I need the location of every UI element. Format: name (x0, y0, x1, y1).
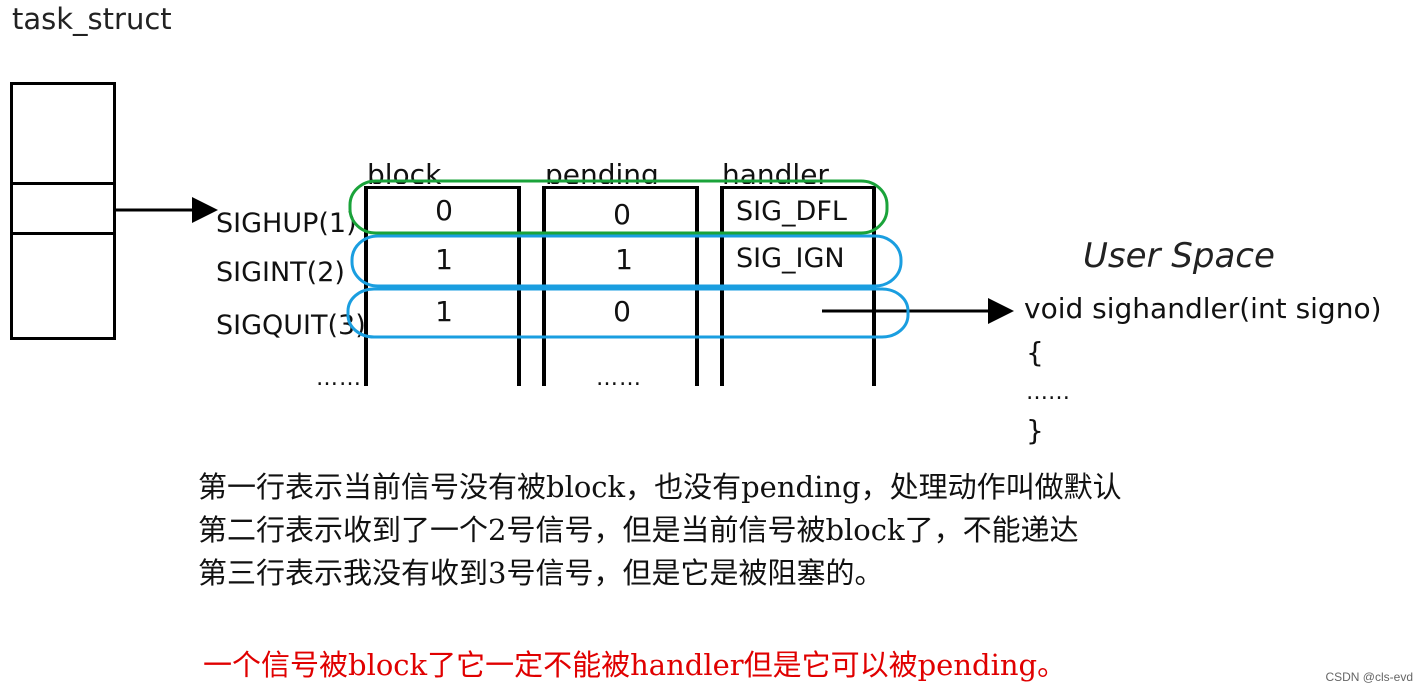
block-col-left (364, 186, 368, 386)
user-space-code-signature: void sighandler(int signo) (1024, 292, 1382, 325)
note-line-1: 第一行表示当前信号没有被block，也没有pending，处理动作叫做默认 (198, 470, 1122, 504)
cell-sighup-block: 0 (435, 194, 453, 227)
pending-col-top (542, 186, 699, 189)
note-line-2: 第二行表示收到了一个2号信号，但是当前信号被block了，不能递达 (198, 513, 1079, 547)
cell-sigquit-pending: 0 (613, 295, 631, 328)
cell-sigquit-block: 1 (435, 295, 453, 328)
task-struct-arrowhead (192, 197, 218, 223)
task-struct-divider-2 (10, 232, 116, 235)
watermark: CSDN @cls-evd (1325, 670, 1413, 684)
cell-sighup-pending: 0 (613, 198, 631, 231)
handler-col-top (720, 186, 876, 189)
pending-ellipsis: …… (596, 366, 642, 391)
signal-label-sigquit: SIGQUIT(3) (216, 310, 366, 341)
cell-sigint-pending: 1 (615, 243, 633, 276)
row2-highlight (350, 234, 903, 288)
conclusion-text: 一个信号被block了它一定不能被handler但是它可以被pending。 (203, 648, 1067, 682)
block-col-top (364, 186, 521, 189)
handler-arrowhead (988, 298, 1014, 324)
task-struct-box (10, 82, 116, 340)
cell-sighup-handler: SIG_DFL (736, 196, 847, 227)
user-space-code-ellipsis: …… (1026, 380, 1070, 405)
row1-highlight (348, 179, 889, 235)
cell-sigint-handler: SIG_IGN (736, 243, 845, 274)
signal-ellipsis: …… (316, 366, 362, 391)
row3-highlight (346, 287, 910, 339)
cell-sigint-block: 1 (435, 243, 453, 276)
user-space-code-close-brace: } (1026, 414, 1044, 447)
task-struct-label: task_struct (12, 2, 172, 36)
header-mask (350, 184, 890, 194)
signal-label-sighup: SIGHUP(1) (216, 208, 357, 239)
user-space-title: User Space (1083, 236, 1275, 276)
note-line-3: 第三行表示我没有收到3号信号，但是它是被阻塞的。 (198, 556, 884, 590)
signal-label-sigint: SIGINT(2) (216, 257, 345, 288)
user-space-code-open-brace: { (1026, 336, 1044, 369)
task-struct-divider-1 (10, 182, 116, 185)
